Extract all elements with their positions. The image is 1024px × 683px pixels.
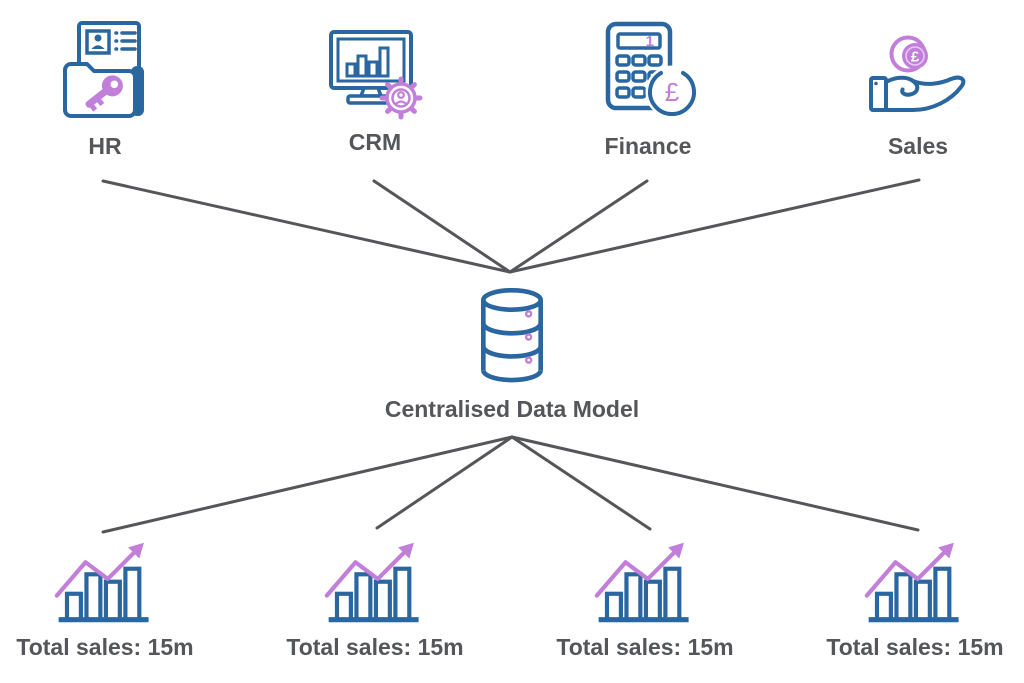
source-label-finance: Finance [604,133,692,159]
source-label-crm: CRM [348,129,402,155]
sales-hand-coin-icon: £ [869,35,966,112]
source-node-crm: CRM [315,26,435,155]
output-label-2: Total sales: 15m [286,634,464,660]
finance-calculator-icon: 1 £ [605,21,698,119]
connector-db-to-chart2 [375,435,514,530]
bar-chart-trend-icon [54,542,149,623]
trend-arrow-icon [54,542,144,598]
trend-arrow-icon [594,542,684,598]
source-node-sales: £ Sales [858,34,978,159]
source-label-sales: Sales [887,133,949,159]
source-node-finance: 1 £ Finance [588,18,708,159]
output-node-2: Total sales: 15m [275,538,475,660]
output-node-3: Total sales: 15m [545,538,745,660]
connector-db-to-chart1 [101,435,514,534]
source-node-hr: HR [45,18,165,159]
connector-finance-to-db [508,179,649,274]
connector-db-to-chart4 [510,435,920,532]
gear-user-icon [379,76,423,120]
central-data-model-label: Centralised Data Model [384,396,640,422]
output-label-4: Total sales: 15m [826,634,1004,660]
pound-symbol: £ [665,77,680,107]
bar-chart-trend-icon [324,542,419,623]
source-label-hr: HR [88,133,122,159]
output-node-1: Total sales: 15m [5,538,205,660]
key-icon [85,75,123,112]
bar-chart-trend-icon [594,542,689,623]
bar-chart-trend-icon [864,542,959,623]
central-data-model-node: Centralised Data Model [362,287,662,422]
trend-arrow-icon [864,542,954,598]
hand-icon [869,75,966,112]
output-label-1: Total sales: 15m [16,634,194,660]
trend-arrow-icon [324,542,414,598]
database-status-dots [524,310,533,364]
output-node-4: Total sales: 15m [815,538,1015,660]
output-label-3: Total sales: 15m [556,634,734,660]
calculator-display-digit: 1 [646,33,654,50]
crm-monitor-gear-icon [329,30,423,120]
connector-sales-to-db [508,178,921,274]
connector-crm-to-db [372,179,512,274]
connector-hr-to-db [101,179,512,274]
coin-icon: £ [889,35,928,73]
hr-folder-key-icon [63,21,144,118]
coin-pound-symbol: £ [911,49,920,66]
connector-db-to-chart3 [510,435,652,531]
database-icon [481,287,543,383]
